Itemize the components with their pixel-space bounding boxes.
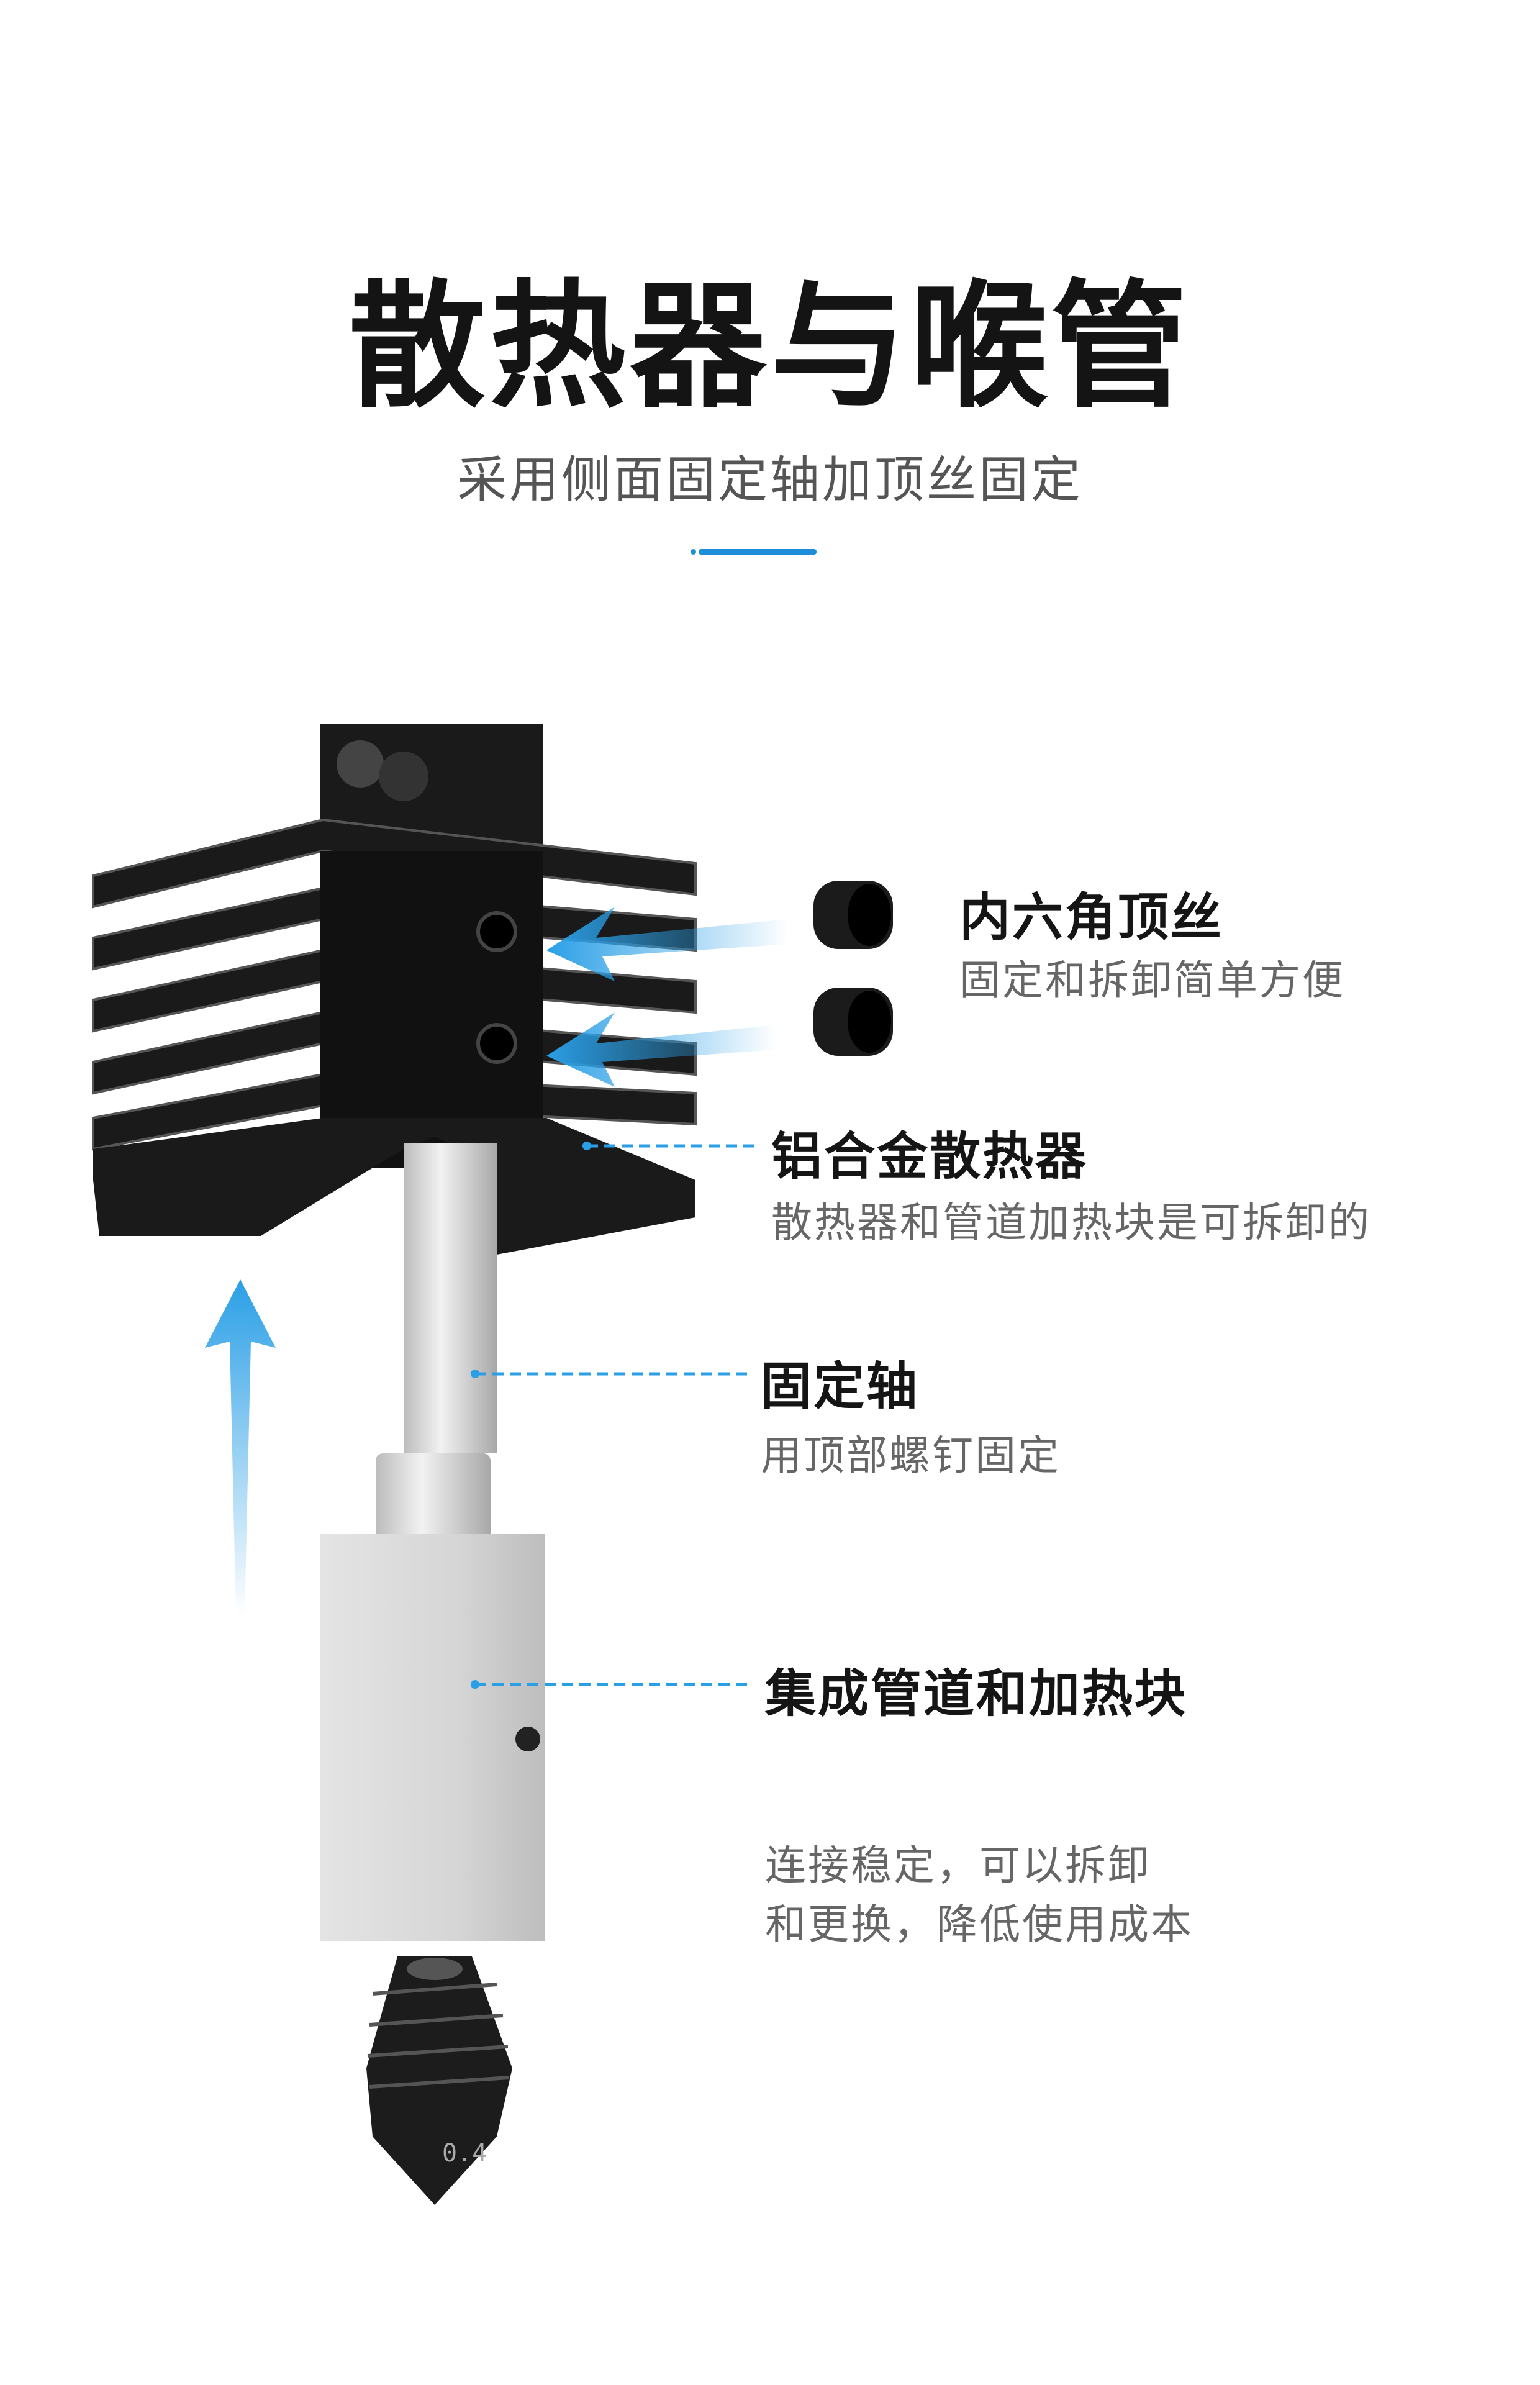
callout-desc-heatsink: 散热器和管道加热块是可拆卸的 [771,1199,1371,1247]
block-hole [515,1727,540,1751]
page-title: 散热器与喉管 [348,267,1191,426]
callout-title-shaft: 固定轴 [761,1357,920,1416]
callout-title-heatsink: 铝合金散热器 [771,1127,1089,1186]
callout-title-heater-block: 集成管道和加热块 [765,1665,1188,1724]
arrow-left-icon [546,1012,776,1087]
divider-dot [691,549,696,555]
heatsink [92,724,697,1255]
callout-desc-set-screw: 固定和拆卸简单方便 [959,956,1345,1004]
heater-block [320,1534,545,1941]
set-screw [813,988,893,1056]
accent-divider [699,549,817,555]
nozzle [366,1956,512,2205]
page-subtitle: 采用侧面固定轴加顶丝固定 [457,451,1083,509]
throat-collar [376,1453,491,1553]
fixing-shaft [404,1143,497,1453]
callout-title-set-screw: 内六角顶丝 [959,888,1224,947]
nozzle-marking: 0.4 [442,2139,487,2168]
arrow-up-icon [205,1279,276,1615]
arrow-left-icon [546,907,789,981]
callout-desc-heater-block-line1: 连接稳定，可以拆卸 [765,1842,1151,1889]
callout-desc-heater-block-line2: 和更换，降低使用成本 [765,1901,1194,1948]
callout-desc-shaft: 用顶部螺钉固定 [761,1432,1061,1479]
set-screw [813,881,893,949]
leader-lines [475,1144,754,1686]
